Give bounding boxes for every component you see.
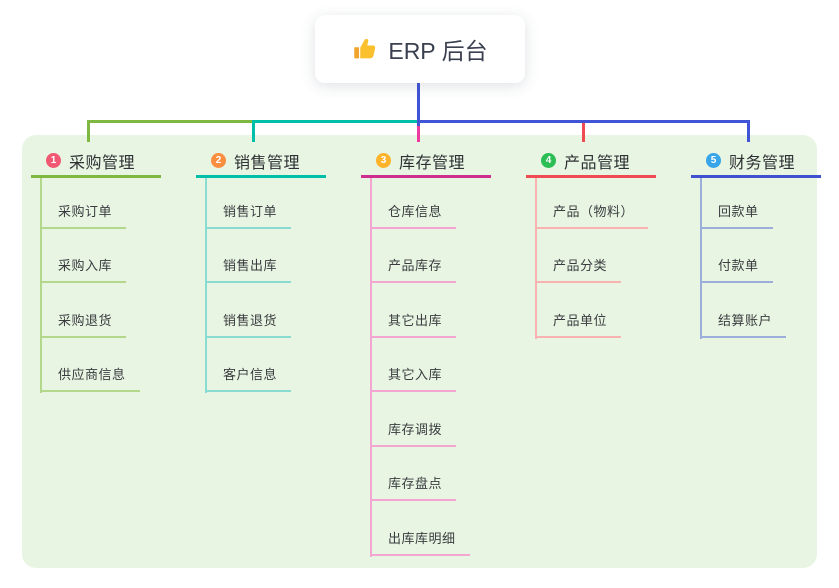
branch-number-badge: 1 [46,153,61,168]
child-node[interactable]: 采购入库 [31,229,193,283]
child-node-label: 采购入库 [40,255,127,283]
connector-segment-right [417,120,750,123]
child-node-label: 采购退货 [40,310,127,338]
branch-connector-vline [40,178,42,393]
branch-title-label: 销售管理 [234,154,301,172]
branch-number-badge: 5 [706,153,721,168]
child-node-label: 产品库存 [370,255,457,283]
branch-number-badge: 2 [211,153,226,168]
branch-column: 1 采购管理 采购订单采购入库采购退货供应商信息 [31,146,193,393]
child-node[interactable]: 其它出库 [361,283,523,338]
child-node[interactable]: 产品（物料） [526,174,688,229]
branch-title-node[interactable]: 4 产品管理 [526,146,656,178]
child-node-label: 产品单位 [535,310,622,338]
root-node-label: ERP 后台 [388,38,488,64]
child-node[interactable]: 库存盘点 [361,447,523,501]
child-node[interactable]: 其它入库 [361,338,523,392]
child-node-label: 库存盘点 [370,473,457,501]
branch-column: 5 财务管理 回款单付款单结算账户 [691,146,839,339]
child-node-label: 付款单 [700,255,773,283]
branch5-drop-line [747,120,750,142]
child-node-label: 库存调拨 [370,419,457,447]
child-node-label: 销售订单 [205,201,292,229]
branch1-drop-line [87,120,90,142]
child-node-label: 产品（物料） [535,201,649,229]
child-node[interactable]: 产品单位 [526,283,688,338]
branch-title-node[interactable]: 2 销售管理 [196,146,326,178]
branch-column: 3 库存管理 仓库信息产品库存其它出库其它入库库存调拨库存盘点出库库明细 [361,146,523,557]
child-node-label: 供应商信息 [40,364,140,392]
child-node[interactable]: 付款单 [691,229,839,283]
child-node[interactable]: 销售出库 [196,229,358,283]
branch-children: 仓库信息产品库存其它出库其它入库库存调拨库存盘点出库库明细 [361,174,523,557]
child-node[interactable]: 销售退货 [196,283,358,338]
branch-title-label: 产品管理 [564,154,631,172]
branch3-drop-line [417,126,420,142]
branch2-drop-line [252,120,255,142]
child-node[interactable]: 销售订单 [196,174,358,229]
branch-children: 采购订单采购入库采购退货供应商信息 [31,174,193,393]
child-node-label: 结算账户 [700,310,787,338]
branch-column: 4 产品管理 产品（物料） 产品分类产品单位 [526,146,688,339]
branch-children: 销售订单销售出库销售退货客户信息 [196,174,358,393]
child-node-label: 仓库信息 [370,201,457,229]
branch4-drop-line [582,123,585,142]
background-panel [22,135,817,568]
child-node[interactable]: 供应商信息 [31,338,193,392]
child-node[interactable]: 客户信息 [196,338,358,392]
branch-column: 2 销售管理 销售订单销售出库销售退货客户信息 [196,146,358,393]
child-node[interactable]: 库存调拨 [361,392,523,447]
branch-title-node[interactable]: 1 采购管理 [31,146,161,178]
connector-segment-left [87,120,252,123]
branch-number-badge: 3 [376,153,391,168]
branch-title-node[interactable]: 3 库存管理 [361,146,491,178]
child-node-label: 采购订单 [40,201,127,229]
child-node[interactable]: 出库库明细 [361,501,523,556]
branch-connector-vline [205,178,207,393]
branch-number-badge: 4 [541,153,556,168]
child-node-label: 销售出库 [205,255,292,283]
branch-children: 回款单付款单结算账户 [691,174,839,339]
branch-connector-vline [535,178,537,339]
branch-title-label: 库存管理 [399,154,466,172]
child-node-label: 其它出库 [370,310,457,338]
branch-connector-vline [700,178,702,339]
child-node[interactable]: 采购退货 [31,283,193,338]
child-node-label: 其它入库 [370,364,457,392]
branch-title-label: 采购管理 [69,154,136,172]
child-node[interactable]: 产品分类 [526,229,688,283]
child-node[interactable]: 采购订单 [31,174,193,229]
child-node[interactable]: 结算账户 [691,283,839,338]
child-node-label: 产品分类 [535,255,622,283]
child-node-label: 销售退货 [205,310,292,338]
child-node[interactable]: 产品库存 [361,229,523,283]
child-node-label: 出库库明细 [370,528,470,556]
branch-title-label: 财务管理 [729,154,796,172]
child-node-label: 客户信息 [205,364,292,392]
root-node[interactable]: ERP 后台 [315,15,525,83]
connector-segment-mid [252,120,417,123]
child-node[interactable]: 回款单 [691,174,839,229]
child-node-label: 回款单 [700,201,773,229]
branch-connector-vline [370,178,372,557]
branch-title-node[interactable]: 5 财务管理 [691,146,821,178]
trunk-line [417,83,420,129]
thumbs-up-icon [352,36,378,62]
branch-children: 产品（物料） 产品分类产品单位 [526,174,688,339]
child-node[interactable]: 仓库信息 [361,174,523,229]
